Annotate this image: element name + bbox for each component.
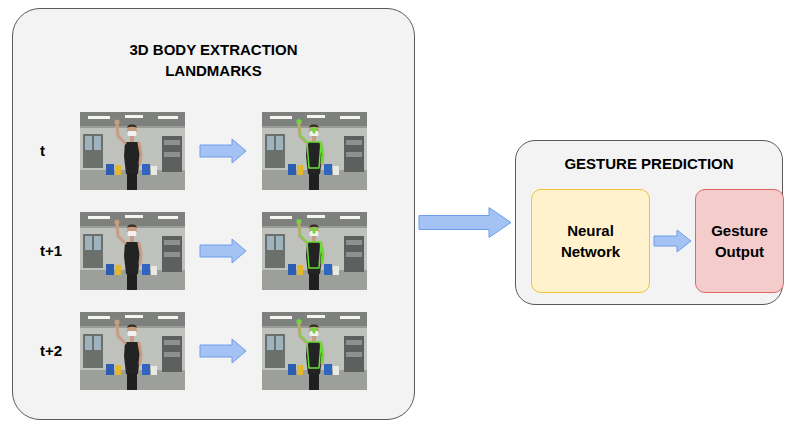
pose-skeleton bbox=[297, 319, 323, 368]
block-arrow bbox=[654, 230, 691, 252]
small-arrows bbox=[200, 139, 246, 363]
process-box: Gesture Output bbox=[695, 189, 784, 293]
box-label: Neural Network bbox=[541, 220, 640, 262]
block-arrow bbox=[200, 139, 246, 163]
time-step-label: t+2 bbox=[40, 342, 62, 360]
pose-skeleton bbox=[297, 219, 323, 268]
process-box: Neural Network bbox=[531, 189, 650, 293]
video-frame bbox=[80, 112, 185, 190]
video-frame bbox=[80, 312, 185, 390]
time-step-label: t bbox=[40, 142, 45, 160]
group-panel: GESTURE PREDICTION Neural Network Gesture … bbox=[515, 140, 783, 305]
box-label: Gesture Output bbox=[705, 220, 774, 262]
block-arrow bbox=[200, 339, 246, 363]
pose-skeleton bbox=[297, 119, 323, 168]
panel-title: GESTURE PREDICTION bbox=[529, 153, 769, 174]
time-step-label: t+1 bbox=[40, 242, 62, 260]
block-arrow bbox=[200, 239, 246, 263]
block-arrow bbox=[419, 208, 511, 238]
landmark-frame bbox=[262, 112, 367, 190]
landmark-frame bbox=[262, 212, 367, 290]
video-frame bbox=[80, 212, 185, 290]
panel-title: 3D BODY EXTRACTION LANDMARKS bbox=[109, 39, 319, 81]
landmark-frame bbox=[262, 312, 367, 390]
